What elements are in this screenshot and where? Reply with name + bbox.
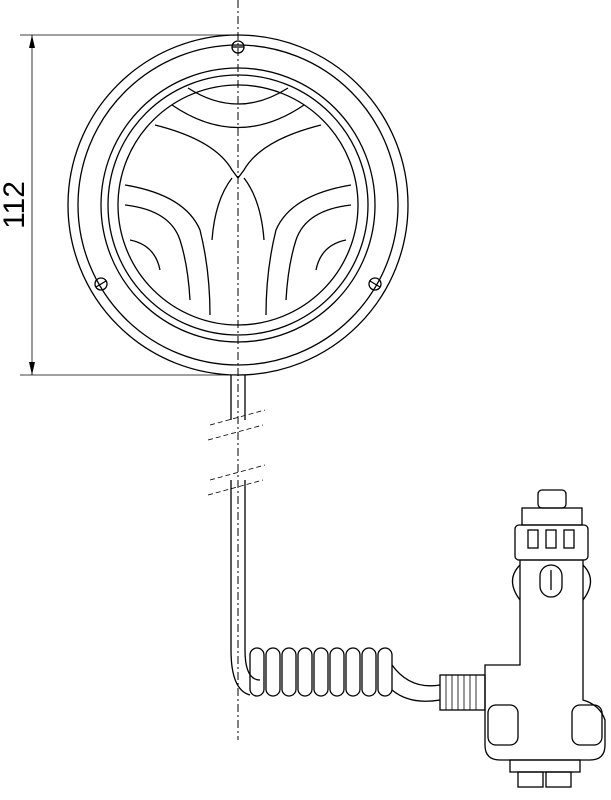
cigarette-lighter-plug — [439, 489, 606, 788]
dimension-112: 112 — [0, 34, 240, 376]
screw-left — [94, 277, 108, 291]
lens-pattern — [124, 87, 352, 316]
screw-top — [231, 40, 245, 54]
lamp-housing — [67, 34, 409, 376]
screw-right — [368, 277, 382, 291]
strain-relief — [439, 674, 486, 711]
coiled-cable — [249, 647, 441, 702]
dimension-label: 112 — [0, 181, 31, 229]
cable — [207, 375, 266, 696]
